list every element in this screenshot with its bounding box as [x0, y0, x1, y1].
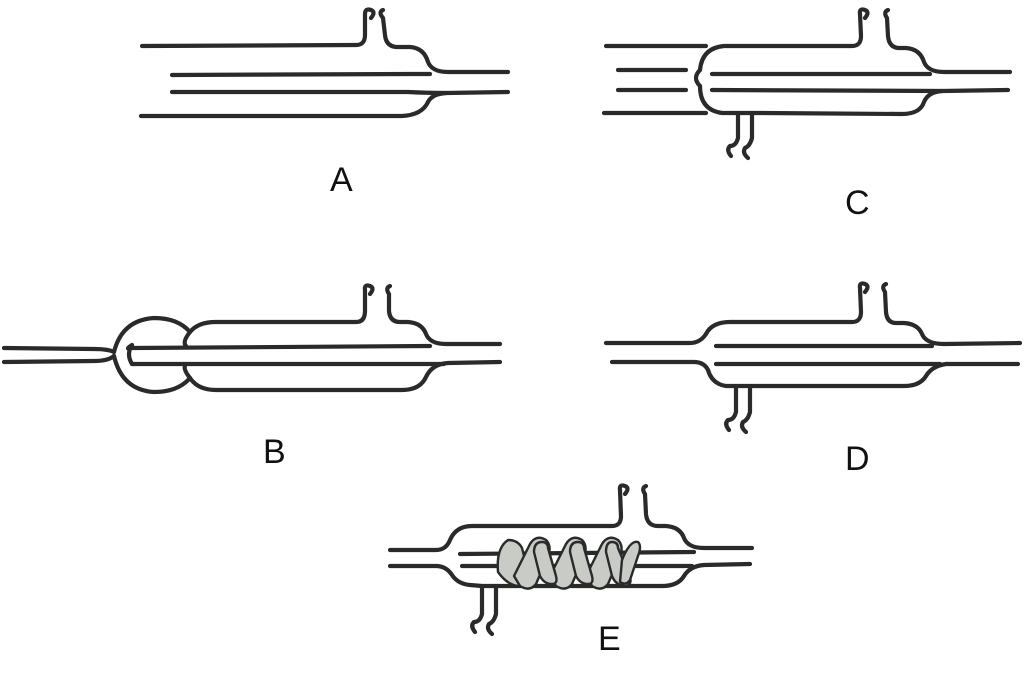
helical-coil	[496, 536, 642, 590]
diagram-c: C	[601, 7, 1013, 222]
diagram-e: E	[387, 483, 755, 658]
label-b: B	[263, 433, 286, 471]
label-a: A	[330, 161, 353, 199]
label-e: E	[598, 620, 621, 658]
diagram-b: B	[1, 283, 503, 471]
label-c: C	[845, 184, 870, 222]
diagram-d: D	[603, 281, 1023, 478]
label-d: D	[845, 440, 870, 478]
diagram-a: A	[138, 7, 511, 199]
